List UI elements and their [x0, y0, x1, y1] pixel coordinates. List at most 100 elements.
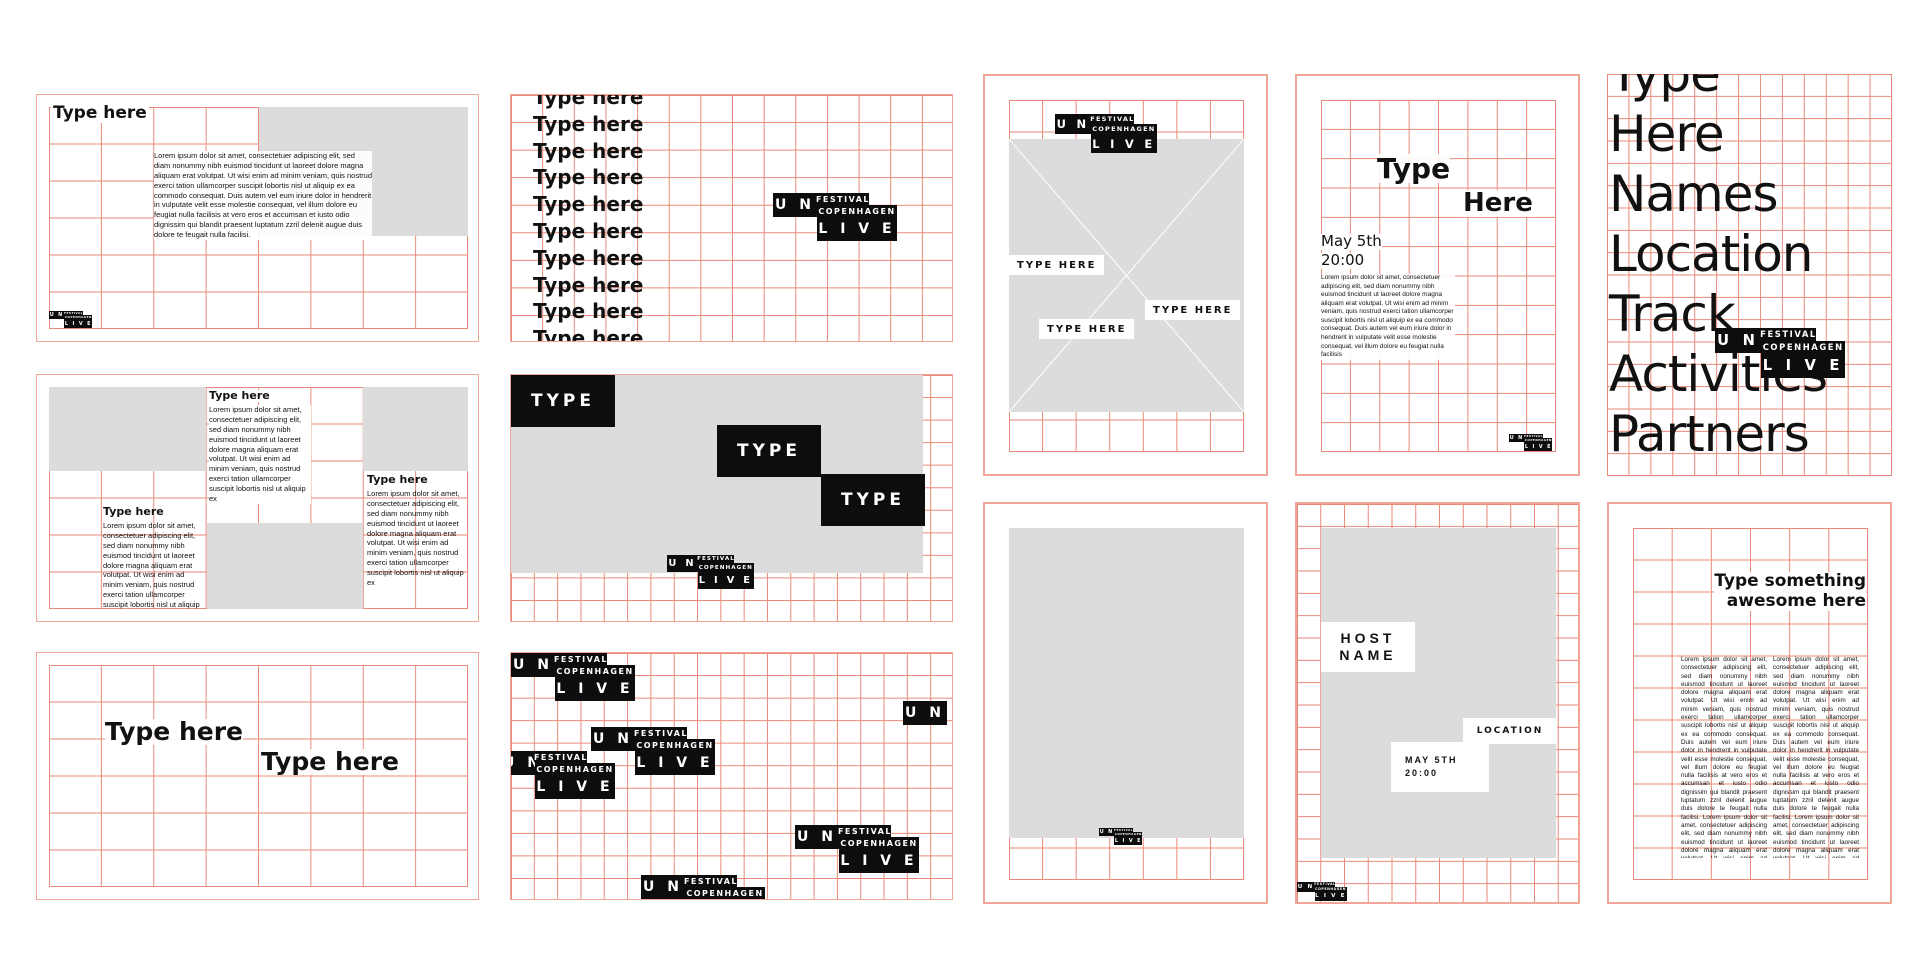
- headline-line-1: Type something: [1714, 571, 1866, 591]
- info-line: Partners: [1609, 405, 1810, 463]
- repeated-headline-list: Type here Type here Type here Type here …: [533, 94, 644, 342]
- headline-line: Type here: [533, 138, 644, 163]
- logo-festival: FESTIVAL: [1314, 882, 1336, 887]
- layout-grid: [1633, 528, 1868, 880]
- headline: Type something awesome here: [1714, 571, 1866, 612]
- logo-festival: FESTIVAL: [553, 653, 609, 665]
- body-text: Lorem ipsum dolor sit amet, consectetuer…: [103, 521, 200, 611]
- logo-un: U N: [49, 311, 65, 320]
- body-column-2: Lorem ipsum dolor sit amet, consectetuer…: [1773, 656, 1859, 858]
- logo-live: L I V E: [1314, 891, 1347, 902]
- logo-festival: FESTIVAL: [815, 193, 871, 205]
- type-tag: TYPE HERE: [1009, 255, 1105, 275]
- template-panel-12: Type something awesome here Lorem ipsum …: [1607, 502, 1892, 904]
- logo-festival: FESTIVAL: [64, 311, 83, 316]
- headline-line: Type here: [533, 272, 644, 297]
- date-label: MAY 5TH: [1405, 754, 1458, 765]
- image-placeholder: [1321, 528, 1556, 858]
- headline: Type here: [261, 747, 399, 776]
- info-line: Track: [1609, 285, 1736, 343]
- info-list: Type Here Names Location Track Activitie…: [1609, 74, 1828, 468]
- headline-line: Type here: [533, 245, 644, 270]
- grid-lines: [1633, 528, 1868, 880]
- logo-festival: FESTIVAL: [1114, 828, 1133, 833]
- logo-festival: FESTIVAL: [1760, 328, 1817, 341]
- logo-un: U N: [667, 555, 698, 572]
- logo-copenhagen: COPENHAGEN: [1114, 832, 1143, 837]
- logo-copenhagen: COPENHAGEN: [817, 205, 897, 217]
- logo-festival: FESTIVAL: [697, 555, 735, 564]
- logo-un: U N: [511, 653, 555, 677]
- headline-line: Type here: [533, 94, 644, 109]
- template-panel-2: Type here Type here Type here Type here …: [510, 94, 953, 342]
- logo-festival: FESTIVAL: [1524, 434, 1543, 439]
- type-block: TYPE: [511, 375, 615, 427]
- template-panel-1: Type here Lorem ipsum dolor sit amet, co…: [36, 94, 479, 342]
- section-heading: Type here: [103, 505, 164, 518]
- logo-un: U N: [795, 825, 839, 849]
- headline-line: Type here: [533, 326, 644, 342]
- info-line: Type: [1609, 74, 1721, 103]
- location-tag: LOCATION: [1463, 718, 1557, 744]
- section-heading: Type here: [367, 473, 428, 486]
- event-date: May 5th: [1321, 232, 1382, 250]
- grid-lines: [49, 665, 468, 887]
- headline: Type here: [105, 717, 243, 746]
- image-placeholder: [363, 387, 468, 471]
- time-label: 20:00: [1405, 768, 1439, 778]
- image-placeholder: [49, 387, 206, 471]
- logo-live: L I V E: [535, 775, 615, 799]
- logo-festival: FESTIVAL: [837, 825, 893, 837]
- headline-line: Type here: [533, 192, 644, 217]
- headline-line: Type here: [533, 111, 644, 136]
- logo-live: L I V E: [839, 849, 919, 873]
- section-heading: Type here: [209, 389, 270, 402]
- type-block: TYPE: [821, 474, 925, 526]
- layout-grid: [1607, 74, 1892, 476]
- logo-un: U N: [1099, 828, 1115, 837]
- image-placeholder: [1009, 528, 1244, 838]
- logo-un: U N: [1055, 114, 1092, 134]
- logo-copenhagen: COPENHAGEN: [1761, 340, 1846, 354]
- logo-live: L I V E: [555, 677, 635, 701]
- logo-un: U N: [641, 875, 685, 899]
- logo-un: U N: [1297, 882, 1315, 892]
- template-panel-5: Type here Type here: [36, 652, 479, 900]
- headline-here: Here: [1463, 188, 1533, 218]
- info-line: Here: [1609, 105, 1725, 163]
- image-placeholder: [207, 523, 363, 609]
- logo-copenhagen: COPENHAGEN: [635, 739, 715, 751]
- logo-un: U N: [591, 727, 635, 751]
- logo-copenhagen: COPENHAGEN: [555, 665, 635, 677]
- host-name-box: HOST NAME: [1321, 622, 1415, 672]
- logo-festival: FESTIVAL: [533, 751, 589, 763]
- body-text: Lorem ipsum dolor sit amet, consectetuer…: [209, 405, 311, 504]
- logo-live: L I V E: [1114, 836, 1143, 845]
- logo-un: U N: [511, 751, 539, 775]
- grid-lines: [511, 95, 952, 341]
- type-block: TYPE: [717, 425, 821, 477]
- logo-live: L I V E: [1524, 442, 1553, 451]
- logo-copenhagen: COPENHAGEN: [1524, 438, 1553, 443]
- headline-line-2: awesome here: [1726, 590, 1866, 611]
- date-time-box: MAY 5TH 20:00: [1391, 742, 1489, 792]
- logo-live: L I V E: [697, 571, 754, 589]
- logo-live: L I V E: [64, 319, 93, 328]
- logo-live: L I V E: [817, 217, 897, 241]
- logo-live: L I V E: [1761, 353, 1846, 379]
- layout-grid: [49, 665, 468, 887]
- body-column-1: Lorem ipsum dolor sit amet, consectetuer…: [1681, 656, 1767, 858]
- template-panel-9: Type Here Names Location Track Activitie…: [1607, 74, 1892, 476]
- headline-type: Type: [1377, 152, 1451, 185]
- logo-copenhagen: COPENHAGEN: [839, 837, 919, 849]
- body-text: Lorem ipsum dolor sit amet, consectetuer…: [1321, 274, 1455, 360]
- logo-un: U N: [1715, 328, 1762, 354]
- template-panel-3: Type here Lorem ipsum dolor sit amet, co…: [36, 374, 479, 622]
- logo-festival: FESTIVAL: [1090, 114, 1135, 124]
- logo-copenhagen: COPENHAGEN: [685, 887, 765, 899]
- headline-line: Type here: [533, 165, 644, 190]
- headline-line: Type here: [533, 218, 644, 243]
